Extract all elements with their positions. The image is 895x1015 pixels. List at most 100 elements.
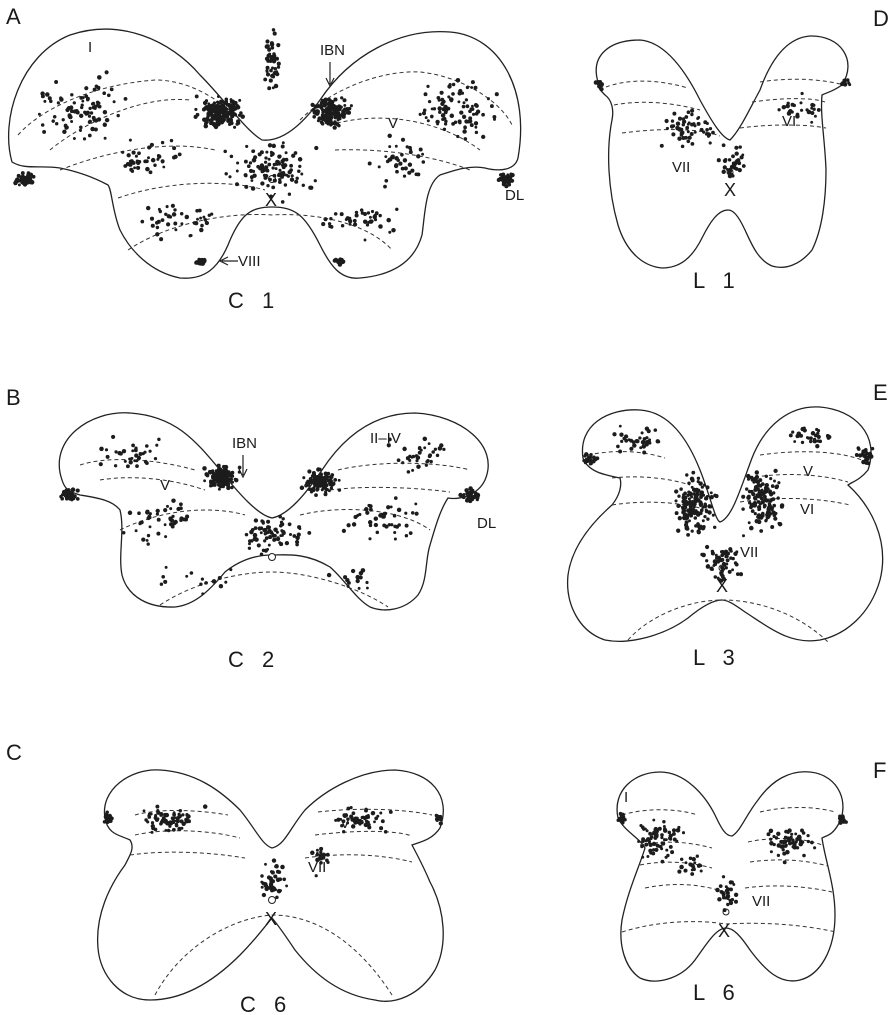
neuron-dot — [426, 85, 429, 88]
neuron-dot — [199, 582, 202, 585]
neuron-dot — [400, 153, 404, 157]
neuron-dot — [224, 581, 227, 584]
neuron-dot — [436, 454, 439, 457]
neuron-dot — [43, 100, 46, 103]
neuron-dot — [330, 486, 333, 489]
neuron-dot — [776, 832, 780, 836]
neuron-dot — [284, 183, 287, 186]
neuron-dot — [384, 830, 388, 834]
neuron-dot — [320, 106, 323, 109]
neuron-dot — [179, 518, 183, 522]
neuron-dot — [431, 450, 435, 454]
panel-f: F I VII X L 6 — [616, 758, 886, 1005]
neuron-dot — [696, 117, 699, 120]
neuron-dot — [670, 124, 674, 128]
neuron-dot — [352, 811, 356, 815]
neuron-dot — [146, 206, 150, 210]
neuron-dot — [675, 511, 679, 515]
neuron-dot — [619, 433, 623, 437]
neuron-dot — [358, 587, 361, 590]
neuron-dot — [81, 103, 84, 106]
neuron-dot — [779, 840, 783, 844]
neuron-dot — [122, 449, 126, 453]
neuron-dot — [155, 232, 159, 236]
neuron-dot — [447, 107, 451, 111]
neuron-dot — [619, 425, 622, 428]
neuron-dot — [157, 817, 160, 820]
neuron-dot — [324, 492, 327, 495]
lamina-boundary — [745, 886, 832, 892]
neuron-dot — [471, 105, 474, 108]
neuron-dot — [671, 119, 674, 122]
neuron-dot — [216, 472, 219, 475]
neuron-dot — [772, 491, 775, 494]
neuron-dot — [735, 159, 738, 162]
neuron-dot — [702, 525, 706, 529]
neuron-dot — [801, 441, 804, 444]
neuron-dot — [240, 114, 245, 119]
neuron-dot — [721, 574, 725, 578]
neuron-dot — [260, 874, 263, 877]
neuron-dot — [423, 437, 428, 442]
neuron-dot — [612, 432, 616, 436]
neuron-dot — [67, 491, 70, 494]
neuron-dot — [679, 865, 684, 870]
label-x-d: X — [724, 180, 736, 200]
neuron-dot — [584, 460, 587, 463]
neuron-dot — [278, 154, 282, 158]
neuron-dot — [135, 155, 138, 158]
neuron-dot — [780, 505, 784, 509]
neuron-dot — [787, 831, 790, 834]
neuron-dot — [677, 826, 680, 829]
neuron-dot — [701, 486, 704, 489]
neuron-dot — [203, 804, 208, 809]
lamina-boundary — [300, 510, 430, 530]
neuron-dot — [308, 487, 312, 491]
label-lamina-i-f: I — [624, 789, 628, 806]
neuron-dot — [379, 826, 383, 830]
neuron-dot — [672, 832, 676, 836]
neuron-dot — [328, 225, 332, 229]
neuron-dot — [711, 131, 715, 135]
neuron-dot — [677, 137, 681, 141]
neuron-dot — [155, 805, 159, 809]
neuron-dot — [465, 98, 468, 101]
neuron-dot — [666, 854, 669, 857]
neuron-dot — [438, 99, 441, 102]
neuron-dot — [170, 139, 173, 142]
neuron-dot — [164, 535, 167, 538]
neuron-dot — [151, 821, 154, 824]
neuron-dot — [682, 831, 685, 834]
neuron-dot — [376, 531, 380, 535]
neuron-dot — [395, 145, 398, 148]
neuron-dot — [452, 83, 456, 87]
lamina-boundary — [606, 81, 688, 88]
neuron-dot — [236, 161, 239, 164]
neuron-dot — [312, 471, 316, 475]
neuron-dot — [741, 495, 745, 499]
neuron-dot — [700, 493, 703, 496]
neuron-dot — [329, 483, 332, 486]
neuron-dot — [71, 487, 76, 492]
neuron-dot — [733, 552, 737, 556]
neuron-dot — [341, 224, 344, 227]
neuron-dot — [150, 217, 154, 221]
neuron-dot — [711, 551, 715, 555]
neuron-dot — [271, 879, 275, 883]
neuron-dot — [105, 118, 109, 122]
neuron-dot — [342, 819, 346, 823]
panel-letter-c: C — [6, 740, 22, 765]
neuron-dot — [254, 526, 258, 530]
neuron-dot — [244, 160, 248, 164]
neuron-dot — [209, 105, 212, 108]
neuron-dot — [318, 857, 321, 860]
neuron-dot — [364, 823, 368, 827]
neuron-dot — [661, 860, 665, 864]
neuron-dot — [253, 155, 257, 159]
neuron-dot — [688, 862, 692, 866]
neuron-dot — [266, 66, 270, 70]
neuron-dot — [697, 530, 701, 534]
neuron-dot — [86, 98, 89, 101]
neuron-dot — [709, 127, 712, 130]
neuron-dot — [675, 499, 678, 502]
